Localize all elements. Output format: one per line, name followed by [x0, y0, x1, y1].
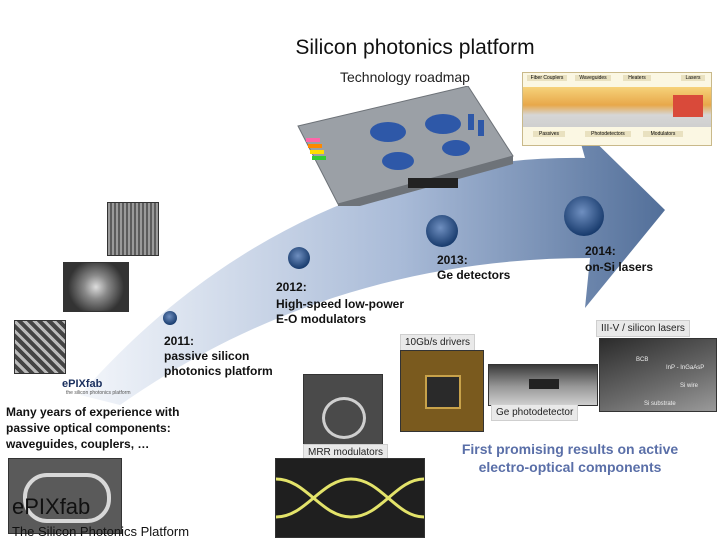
schematic-label: Waveguides [575, 75, 611, 81]
page-title: Silicon photonics platform [295, 36, 535, 59]
drivers-caption: 10Gb/s drivers [400, 334, 476, 351]
laser-label: InP - InGaAsP [666, 365, 705, 371]
lasers-caption: III-V / silicon lasers [596, 320, 690, 337]
lasers-photo: BCB InP - InGaAsP Si wire Si substrate [599, 338, 717, 412]
milestone-text-2014: on-Si lasers [585, 260, 654, 274]
epixfab-small-logo: ePIXfab [62, 378, 103, 390]
laser-label: BCB [636, 357, 649, 363]
ge-photodetector-caption: Ge photodetector [491, 404, 579, 421]
epixfab-small-tagline: the silicon photonics platform [66, 390, 131, 396]
milestone-year-2014: 2014: [585, 244, 616, 258]
milestone-dot-2011 [163, 311, 177, 325]
schematic-label: Heaters [623, 75, 651, 81]
schematic-label: Fiber Couplers [527, 75, 567, 81]
eye-diagram-photo [275, 458, 425, 538]
waveguide-crossing-photo [63, 262, 129, 312]
ge-photodetector-photo [488, 364, 598, 406]
schematic-label: Passives [533, 131, 565, 137]
chip-illustration [297, 86, 514, 206]
drivers-photo [400, 350, 484, 432]
ring-resonator-photo [8, 458, 122, 534]
schematic-label: Modulators [643, 131, 683, 137]
result-text: First promising results on active electr… [461, 441, 679, 475]
milestone-year-2013: 2013: [437, 253, 468, 267]
page-subtitle: Technology roadmap [340, 69, 470, 85]
schematic-label: Lasers [681, 75, 705, 81]
coupler-array-photo [14, 320, 66, 374]
schematic-laser-block [673, 95, 703, 117]
milestone-dot-2014 [564, 196, 604, 236]
milestone-dot-2013 [426, 215, 458, 247]
laser-label: Si substrate [644, 401, 676, 407]
grating-coupler-photo [107, 202, 159, 256]
schematic-label: Photodetectors [585, 131, 631, 137]
milestone-year-2011: 2011: [164, 334, 195, 348]
milestone-text-2011: passive silicon photonics platform [164, 349, 273, 378]
experience-text: Many years of experience with passive op… [6, 405, 180, 451]
footer-logo: ePIXfab [12, 494, 91, 519]
milestone-text-2013: Ge detectors [437, 268, 511, 282]
milestone-dot-2012 [288, 247, 310, 269]
roadmap-arrow [80, 122, 665, 405]
milestone-text-2012: High-speed low-power E-O modulators [276, 297, 405, 326]
footer-tagline: The Silicon Photonics Platform [12, 524, 190, 539]
process-schematic: Fiber Couplers Waveguides Heaters Lasers… [522, 72, 712, 146]
milestone-year-2012: 2012: [276, 280, 307, 294]
laser-label: Si wire [680, 383, 699, 389]
